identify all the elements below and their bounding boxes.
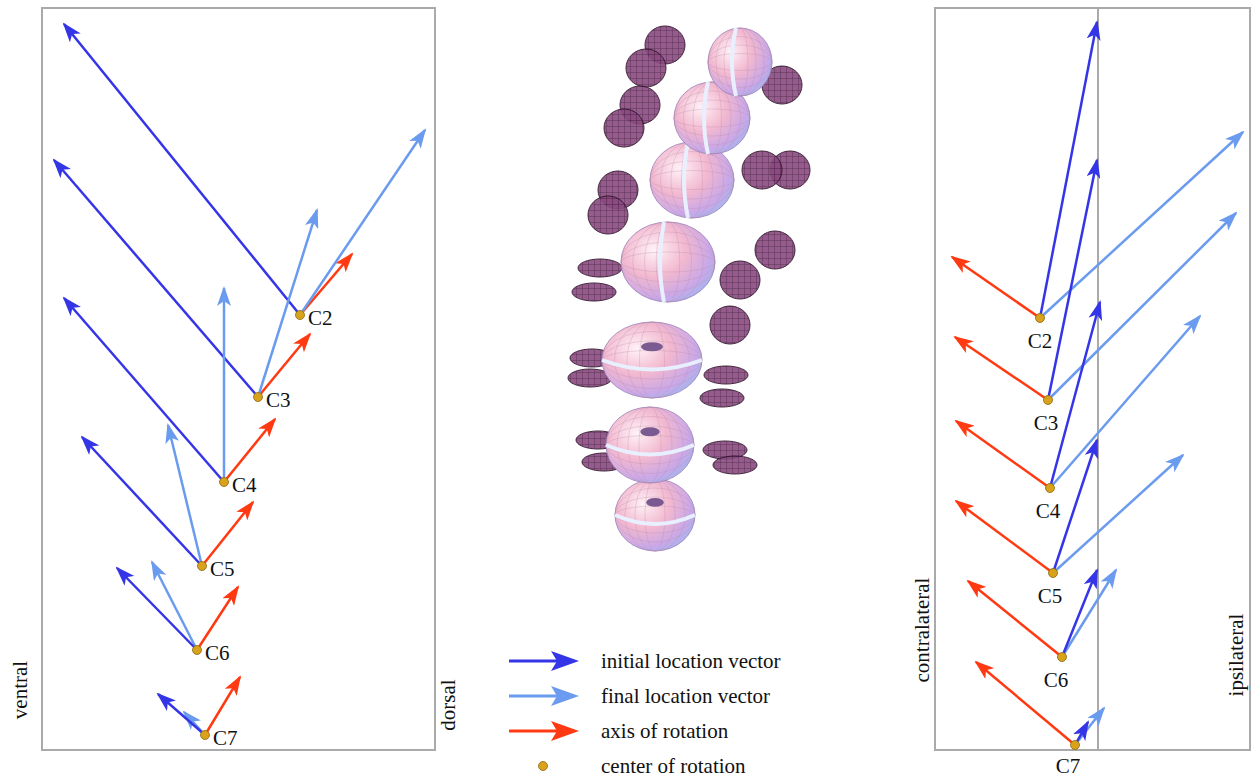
rotation-axis-arrow [205,677,240,735]
final-vector-arrow [168,425,202,566]
rotation-axis-arrow [202,502,253,566]
final-vector-arrow [1062,570,1116,657]
vertebra-label: C6 [1044,670,1069,691]
center-of-rotation-dot [220,478,229,487]
vertebra-label: C5 [210,559,235,580]
torus [606,407,694,483]
legend-arrow-sample [505,716,585,746]
center-of-rotation-dot [1036,314,1045,323]
legend-arrow-sample [505,681,585,711]
rotation-axis-arrow [197,587,238,650]
disc-wireframe [588,196,628,234]
final-vector-arrow [1048,213,1236,400]
vector-arrows [54,22,1243,750]
torus [602,322,702,398]
rotation-axis-arrow [968,581,1062,657]
vertebra-label: C7 [213,728,238,749]
midline [1097,8,1099,750]
final-vector-arrow [152,562,197,650]
initial-vector-arrow [158,694,205,735]
legend-row: initial location vector [505,646,781,676]
initial-vector-arrow [1050,302,1100,488]
vertebra-label: C7 [1056,756,1081,777]
disc-wireframe [704,366,748,384]
legend-row: axis of rotation [505,716,728,746]
rotation-axis-arrow [300,254,352,315]
legend-row: center of rotation [505,751,746,779]
torus [615,479,695,551]
initial-vector-arrow [54,160,258,397]
vertebra-label: C4 [1036,501,1061,522]
disc-wireframe [755,231,795,269]
center-of-rotation-dot [254,393,263,402]
initial-vector-arrow [82,437,202,566]
axis-direction-label: contralateral [912,578,933,683]
final-vector-arrow [258,210,317,397]
panel-frame [42,8,435,750]
legend-text: axis of rotation [601,719,728,744]
axis-direction-label: ipsilateral [1226,614,1247,697]
center-of-rotation-dot [296,311,305,320]
initial-vector-arrow [117,568,197,650]
final-vector-arrow [1075,708,1104,745]
rotation-axis-arrow [952,257,1040,318]
disc-wireframe [604,109,644,147]
vertebra-label: C6 [205,643,230,664]
center-of-rotation-dot [198,562,207,571]
center-of-rotation-dot [1071,741,1080,750]
legend-text: final location vector [601,684,770,709]
initial-vector-arrow [64,24,300,315]
initial-vector-arrow [64,298,224,482]
final-vector-arrow [223,288,226,482]
rotation-axis-arrow [976,662,1075,745]
final-vector-arrow [300,130,425,315]
vertebra-label: C5 [1038,586,1063,607]
disc-wireframe [572,283,616,301]
vertebra-label: C2 [308,308,333,329]
axis-direction-label: dorsal [438,679,459,730]
center-of-rotation-dot [1044,396,1053,405]
torus-illustration [568,26,810,551]
legend-dot-sample [505,751,585,779]
legend-text: initial location vector [601,649,781,674]
initial-vector-arrow [1040,22,1097,318]
torus [621,222,715,302]
rotation-axis-arrow [224,419,275,482]
disc-wireframe [742,151,782,189]
torus [708,28,772,96]
initial-vector-arrow [1062,570,1097,657]
disc-wireframe [626,49,666,87]
panel-frame [935,8,1250,750]
initial-vector-arrow [1048,160,1097,400]
legend-text: center of rotation [601,754,746,779]
torus [650,142,734,218]
center-of-rotation-dot [1049,569,1058,578]
disc-wireframe [578,259,622,277]
center-of-rotation-dot [1046,484,1055,493]
disc-wireframe [710,306,750,344]
vertebra-label: C2 [1028,331,1053,352]
rotation-axis-arrow [258,334,310,397]
vertebra-label: C4 [232,475,257,496]
legend-arrow-sample [505,646,585,676]
disc-wireframe [720,261,760,299]
center-of-rotation-dot [1058,653,1067,662]
legend-row: final location vector [505,681,770,711]
vertebra-label: C3 [266,390,291,411]
disc-wireframe [713,456,757,474]
vertebra-label: C3 [1034,413,1059,434]
center-of-rotation-dot [193,646,202,655]
axis-direction-label: ventral [10,661,31,719]
center-of-rotation-dot [201,731,210,740]
disc-wireframe [700,389,744,407]
